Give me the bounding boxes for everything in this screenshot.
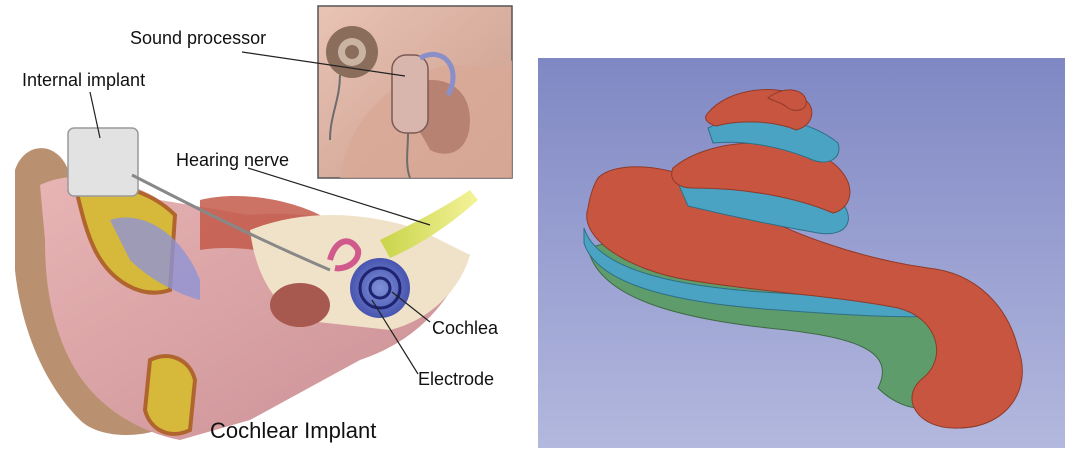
illustration-title: Cochlear Implant: [210, 418, 376, 443]
cochlea-label: Cochlea: [432, 318, 499, 338]
sound-processor-label: Sound processor: [130, 28, 266, 48]
cochlear-implant-illustration: Sound processor Internal implant Hearing…: [0, 0, 530, 452]
electrode-label: Electrode: [418, 369, 494, 389]
cochlea-3d-render: [538, 58, 1065, 448]
hearing-nerve-label: Hearing nerve: [176, 150, 289, 170]
sound-processor-inset: [318, 6, 512, 178]
internal-implant-label: Internal implant: [22, 70, 145, 90]
